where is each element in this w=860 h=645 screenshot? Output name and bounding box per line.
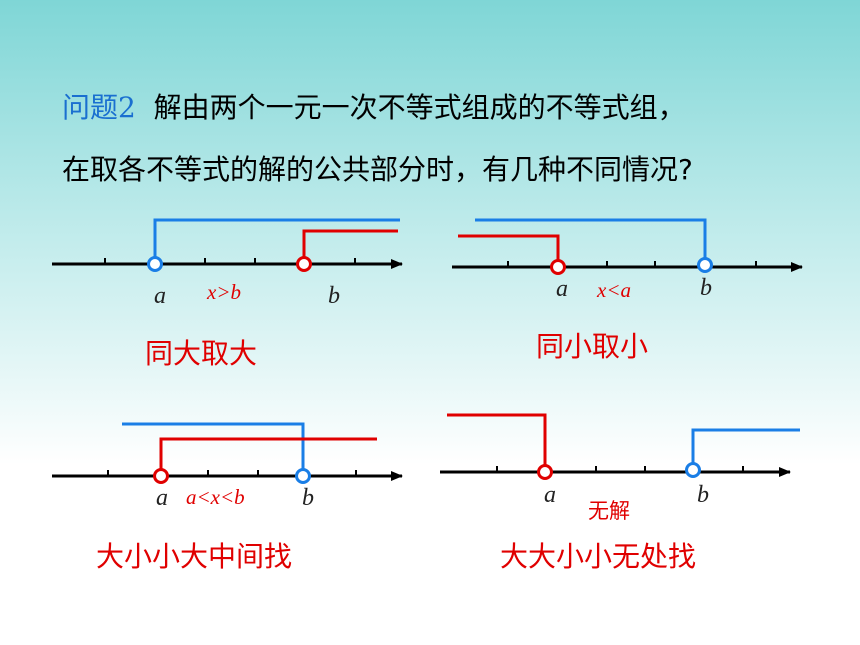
case-1-point-a <box>147 256 163 272</box>
case-3-blue-ray <box>122 422 305 470</box>
case-4-number-line <box>440 413 800 480</box>
case-4-label-a: a <box>544 482 556 508</box>
case-3-point-b <box>295 468 311 484</box>
case-3-range: a<x<b <box>186 485 245 509</box>
case-2-number-line <box>452 218 803 275</box>
case-1-caption: 同大取大 <box>145 337 258 370</box>
case-1-number-line <box>52 218 403 272</box>
case-3-number-line <box>52 422 403 484</box>
case-2-label-a: a <box>556 276 568 302</box>
case-3-caption: 大小小大中间找 <box>96 540 293 573</box>
case-1-label-b: b <box>328 283 340 309</box>
case-1-range: x>b <box>207 280 241 304</box>
case-2-caption: 同小取小 <box>536 330 649 363</box>
question-text-1: 解由两个一元一次不等式组成的不等式组， <box>153 91 686 124</box>
case-2-red-ray <box>458 234 560 261</box>
question-line-2: 在取各不等式的解的公共部分时，有几种不同情况? <box>62 153 693 186</box>
case-2-blue-ray <box>475 218 707 261</box>
case-1-red-ray <box>302 229 398 258</box>
case-4-point-b <box>685 462 701 478</box>
case-4-red-ray <box>447 413 547 466</box>
case-4-point-a <box>537 464 553 480</box>
case-2-range: x<a <box>597 278 631 302</box>
case-3-label-a: a <box>156 485 168 511</box>
case-1-point-b <box>296 256 312 272</box>
question-line-1: 问题2 解由两个一元一次不等式组成的不等式组， <box>62 86 686 126</box>
case-4-blue-ray <box>691 428 800 466</box>
case-2-point-b <box>697 257 713 273</box>
case-2-point-a <box>550 259 566 275</box>
case-4-range: 无解 <box>588 499 630 523</box>
case-3-point-a <box>153 468 169 484</box>
case-4-caption: 大大小小无处找 <box>500 540 697 573</box>
case-1-label-a: a <box>154 283 166 309</box>
question-label: 问题2 <box>62 91 136 124</box>
case-4-label-b: b <box>697 482 709 508</box>
case-1-blue-ray <box>153 218 400 258</box>
case-2-label-b: b <box>700 275 712 301</box>
case-3-label-b: b <box>302 485 314 511</box>
case-3-red-ray <box>159 437 377 470</box>
